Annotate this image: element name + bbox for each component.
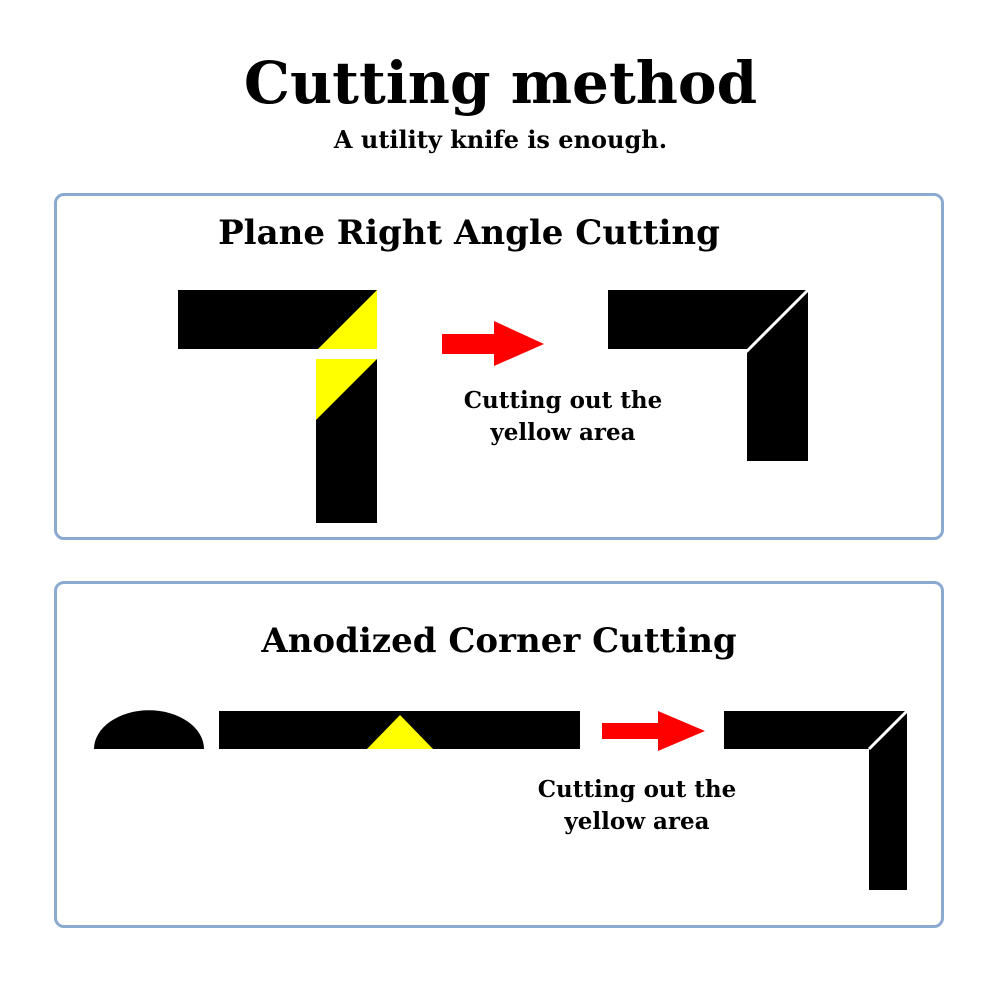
caption-line: Cutting out the [537, 776, 737, 803]
anodized-corner-panel: Anodized Corner Cutting Cutting out the … [54, 581, 944, 928]
page-subtitle: A utility knife is enough. [333, 125, 668, 154]
plane-cut-diagram [178, 288, 810, 523]
cut-caption: Cutting out the yellow area [443, 385, 683, 449]
miter-seam [745, 288, 810, 353]
yellow-cut-notch [367, 715, 433, 749]
anodized-cut-diagram [94, 709, 909, 890]
panel-heading: Anodized Corner Cutting [261, 621, 737, 661]
plane-right-angle-panel: Plane Right Angle Cutting Cutting out th… [54, 193, 944, 540]
bend-seam [867, 709, 909, 751]
profile-semicircle [94, 710, 204, 749]
yellow-cut-triangle-top [318, 290, 377, 349]
joined-vertical-strip [747, 290, 808, 461]
cut-caption: Cutting out the yellow area [517, 774, 757, 838]
page-title: Cutting method [243, 49, 758, 117]
panel-heading: Plane Right Angle Cutting [218, 213, 720, 253]
yellow-cut-triangle-bottom [316, 359, 377, 420]
bent-horizontal-strip [724, 711, 907, 749]
caption-line: Cutting out the [463, 387, 663, 414]
joined-horizontal-strip [608, 290, 808, 349]
caption-line: yellow area [564, 808, 710, 835]
caption-line: yellow area [490, 419, 636, 446]
red-arrow [442, 321, 544, 366]
bent-vertical-strip [869, 711, 907, 890]
red-arrow [602, 711, 705, 751]
